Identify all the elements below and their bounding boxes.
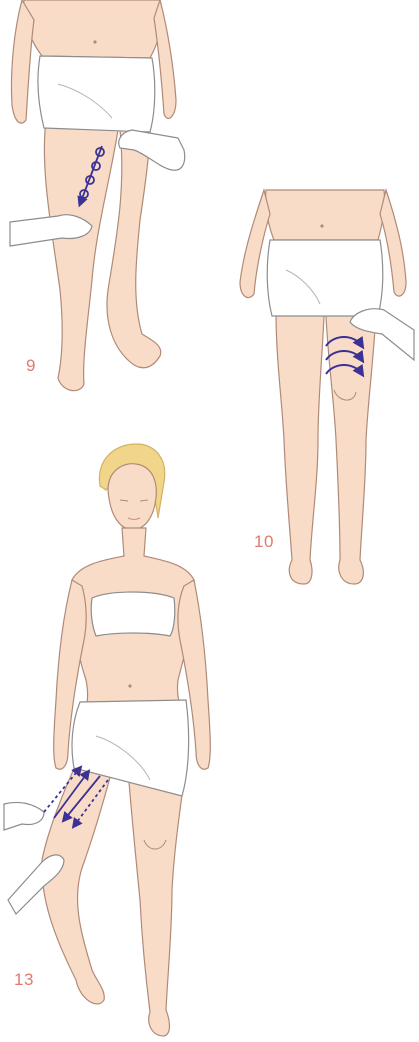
left-arm-9 — [11, 0, 34, 123]
right-arm-10 — [380, 190, 406, 296]
therapist-hand-upper-13 — [4, 802, 44, 830]
left-leg-13 — [42, 760, 112, 1004]
figure-step-9 — [10, 0, 185, 391]
torso-9 — [24, 0, 162, 58]
left-leg-9 — [44, 120, 118, 391]
right-arm-9 — [154, 0, 176, 118]
step-label-10: 10 — [254, 532, 274, 552]
step-label-9: 9 — [26, 356, 36, 376]
towel-9 — [38, 56, 155, 132]
right-leg-13 — [128, 766, 186, 1036]
navel-13 — [128, 684, 131, 687]
step-label-13: 13 — [14, 970, 34, 990]
towel-10 — [267, 240, 383, 316]
bandeau-13 — [91, 592, 175, 636]
left-leg-10 — [276, 312, 324, 584]
left-arm-10 — [240, 190, 270, 298]
figure-step-13 — [4, 444, 210, 1036]
navel-9 — [93, 40, 96, 43]
torso-10 — [266, 190, 385, 240]
figure-step-10 — [240, 190, 414, 584]
navel-10 — [320, 224, 323, 227]
head-13 — [108, 464, 156, 530]
right-leg-9 — [107, 125, 161, 368]
